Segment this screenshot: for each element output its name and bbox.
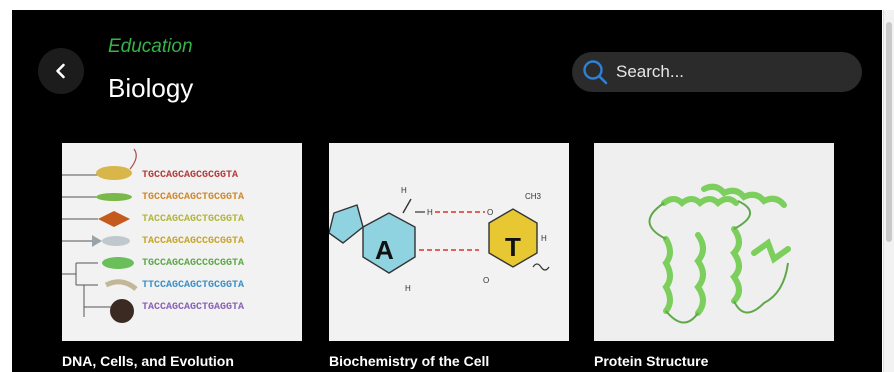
atom-label: H: [405, 284, 411, 293]
dna-sequence: TGCCAGCAGCTGCGGTA: [142, 192, 244, 203]
page-title: Biology: [108, 73, 194, 103]
dna-sequence: TACCAGCAGCTGCGGTA: [142, 214, 244, 225]
dna-sequence: TGCCAGCAGCGCGGTA: [142, 170, 238, 181]
card-thumbnail: A H H H T O CH3 O H: [329, 143, 569, 341]
dna-sequence: TACCAGCAGCTGAGGTA: [142, 302, 244, 313]
thymine-label: T: [505, 232, 521, 262]
search-bar[interactable]: [572, 52, 862, 92]
course-card-biochemistry[interactable]: A H H H T O CH3 O H Biochemistry of the …: [329, 143, 569, 369]
phylogenetic-tree-image: TGCCAGCAGCGCGGTA TGCCAGCAGCTGCGGTA TACCA…: [62, 143, 302, 341]
card-title: Biochemistry of the Cell: [329, 353, 490, 369]
card-thumbnail: [594, 143, 834, 341]
dna-sequence: TACCAGCAGCCGCGGTA: [142, 236, 244, 247]
search-icon: [583, 60, 608, 85]
atom-label: H: [541, 234, 547, 243]
bacterium-icon: [96, 166, 132, 180]
protein-ribbon-image: [594, 143, 834, 341]
dna-sequence: TGCCAGCAGCCGCGGTA: [142, 258, 244, 269]
card-title: Protein Structure: [594, 353, 709, 369]
atom-label: CH3: [525, 192, 542, 201]
base-pair-image: A H H H T O CH3 O H: [329, 143, 569, 341]
course-card-dna[interactable]: TGCCAGCAGCGCGGTA TGCCAGCAGCTGCGGTA TACCA…: [62, 143, 302, 369]
atom-label: O: [483, 276, 489, 285]
card-thumbnail: TGCCAGCAGCGCGGTA TGCCAGCAGCTGCGGTA TACCA…: [62, 143, 302, 341]
breadcrumb[interactable]: Education: [108, 36, 193, 57]
card-title: DNA, Cells, and Evolution: [62, 353, 234, 369]
chevron-left-icon: [56, 63, 65, 79]
app-frame: Education Biology: [12, 10, 882, 372]
dna-sequence: TTCCAGCAGCTGCGGTA: [142, 280, 244, 291]
back-button[interactable]: [38, 48, 84, 94]
atom-label: H: [401, 186, 407, 195]
page-scrollbar[interactable]: [883, 10, 894, 372]
atom-label: O: [487, 208, 493, 217]
search-input[interactable]: [616, 62, 846, 82]
adenine-label: A: [375, 235, 394, 265]
course-card-protein[interactable]: Protein Structure: [594, 143, 834, 369]
scrollbar-thumb[interactable]: [886, 22, 892, 242]
atom-label: H: [427, 208, 433, 217]
